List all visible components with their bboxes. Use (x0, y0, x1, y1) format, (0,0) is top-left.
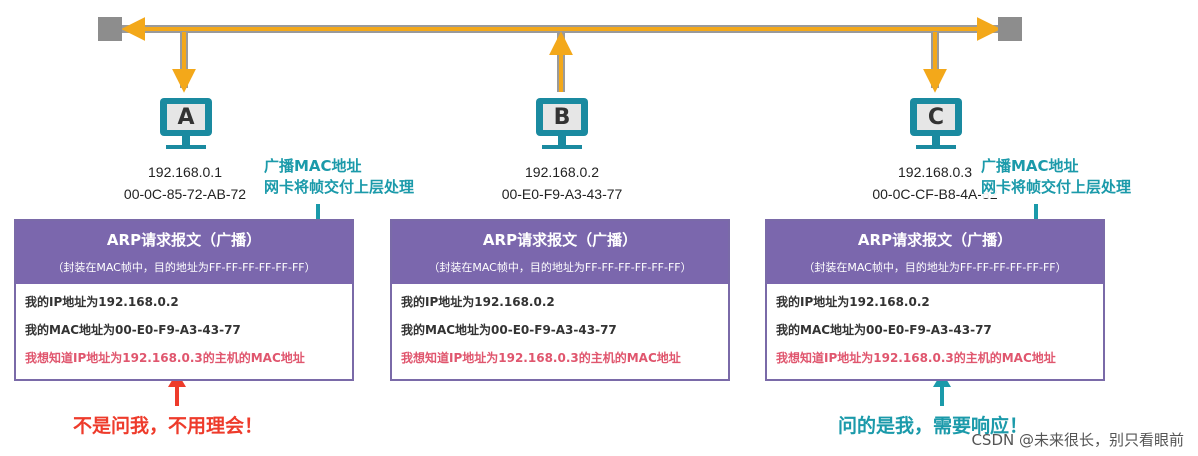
arp-frame-b-subtitle: （封装在MAC帧中，目的地址为FF-FF-FF-FF-FF-FF） (428, 261, 692, 274)
host-a-label: A (167, 104, 205, 130)
arp-frame-c: ARP请求报文（广播） （封装在MAC帧中，目的地址为FF-FF-FF-FF-F… (765, 219, 1105, 381)
broadcast-note-a-line2: 网卡将帧交付上层处理 (264, 177, 415, 198)
host-b-computer-icon: B (531, 98, 593, 149)
host-c-computer-icon: C (905, 98, 967, 149)
arp-frame-a-subtitle: （封装在MAC帧中，目的地址为FF-FF-FF-FF-FF-FF） (52, 261, 316, 274)
arp-frame-c-mac-line: 我的MAC地址为00-E0-F9-A3-43-77 (776, 323, 992, 337)
arp-frame-b-title: ARP请求报文（广播） (482, 231, 638, 249)
arp-frame-c-subtitle: （封装在MAC帧中，目的地址为FF-FF-FF-FF-FF-FF） (803, 261, 1067, 274)
host-a-mac: 00-0C-85-72-AB-72 (123, 186, 247, 202)
reply-text-a: 不是问我，不用理会！ (73, 415, 264, 437)
arp-frame-a-title: ARP请求报文（广播） (106, 231, 262, 249)
broadcast-note-c-line1: 广播MAC地址 (981, 156, 1132, 177)
arp-frame-c-ip-line: 我的IP地址为192.168.0.2 (776, 295, 930, 309)
arp-frame-b-mac-line: 我的MAC地址为00-E0-F9-A3-43-77 (401, 323, 617, 337)
arp-frame-a: ARP请求报文（广播） （封装在MAC帧中，目的地址为FF-FF-FF-FF-F… (14, 219, 354, 381)
broadcast-note-a-line1: 广播MAC地址 (264, 156, 415, 177)
host-a-info: 192.168.0.1 00-0C-85-72-AB-72 (105, 161, 265, 205)
host-a-computer-icon: A (155, 98, 217, 149)
arp-frame-b: ARP请求报文（广播） （封装在MAC帧中，目的地址为FF-FF-FF-FF-F… (390, 219, 730, 381)
host-b-label: B (543, 104, 581, 130)
host-c-ip: 192.168.0.3 (898, 164, 972, 180)
broadcast-note-c: 广播MAC地址 网卡将帧交付上层处理 (981, 156, 1132, 198)
bus-terminator-right (998, 17, 1022, 41)
host-b-info: 192.168.0.2 00-E0-F9-A3-43-77 (482, 161, 642, 205)
bus-terminator-left (98, 17, 122, 41)
host-b-ip: 192.168.0.2 (525, 164, 599, 180)
arp-frame-c-title: ARP请求报文（广播） (857, 231, 1013, 249)
arp-frame-a-mac-line: 我的MAC地址为00-E0-F9-A3-43-77 (25, 323, 241, 337)
arp-frame-a-ip-line: 我的IP地址为192.168.0.2 (25, 295, 179, 309)
watermark: CSDN @未来很长，别只看眼前 (971, 431, 1184, 449)
arp-frame-b-query-line: 我想知道IP地址为192.168.0.3的主机的MAC地址 (401, 351, 681, 365)
host-c-info: 192.168.0.3 00-0C-CF-B8-4A-82 (855, 161, 1015, 205)
arp-frame-c-query-line: 我想知道IP地址为192.168.0.3的主机的MAC地址 (776, 351, 1056, 365)
broadcast-note-a: 广播MAC地址 网卡将帧交付上层处理 (264, 156, 415, 198)
host-c-mac: 00-0C-CF-B8-4A-82 (872, 186, 998, 202)
arp-frame-b-ip-line: 我的IP地址为192.168.0.2 (401, 295, 555, 309)
broadcast-note-c-line2: 网卡将帧交付上层处理 (981, 177, 1132, 198)
arp-frame-a-query-line: 我想知道IP地址为192.168.0.3的主机的MAC地址 (25, 351, 305, 365)
host-b-mac: 00-E0-F9-A3-43-77 (501, 186, 623, 202)
host-a-ip: 192.168.0.1 (148, 164, 222, 180)
host-c-label: C (917, 104, 955, 130)
reply-text-c: 问的是我，需要响应！ (838, 415, 1029, 437)
